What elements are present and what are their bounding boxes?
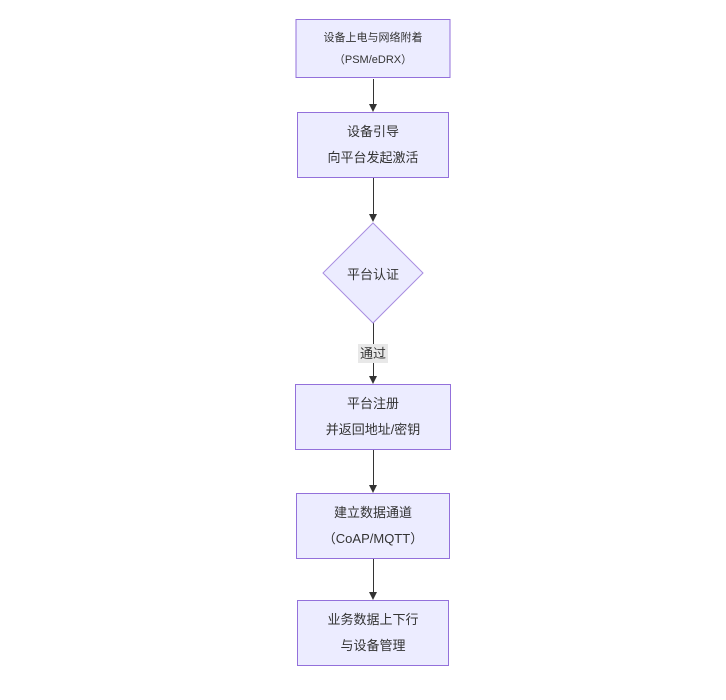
edge-label-pass: 通过 bbox=[357, 344, 389, 363]
node-line: 并返回地址/密钥 bbox=[325, 422, 421, 437]
node-business-data: 业务数据上下行 与设备管理 bbox=[297, 600, 449, 666]
arrowhead-icon bbox=[369, 592, 377, 600]
node-line: 平台认证 bbox=[346, 266, 399, 282]
node-power-attach: 设备上电与网络附着 （PSM/eDRX） bbox=[295, 19, 451, 78]
node-data-channel: 建立数据通道 （CoAP/MQTT） bbox=[296, 493, 450, 559]
edge-line bbox=[372, 559, 374, 592]
node-line: （CoAP/MQTT） bbox=[322, 531, 424, 546]
node-bootstrap: 设备引导 向平台发起激活 bbox=[297, 112, 449, 178]
edge-register-to-channel bbox=[368, 450, 378, 493]
edge-power-to-bootstrap bbox=[368, 79, 378, 112]
node-line: 建立数据通道 bbox=[333, 505, 412, 520]
node-line: （PSM/eDRX） bbox=[333, 53, 413, 66]
edge-line bbox=[372, 79, 374, 104]
edge-line bbox=[372, 450, 374, 485]
arrowhead-icon bbox=[369, 376, 377, 384]
edge-channel-to-business bbox=[368, 559, 378, 600]
node-register: 平台注册 并返回地址/密钥 bbox=[295, 384, 451, 450]
node-line: 平台注册 bbox=[346, 396, 399, 411]
node-line: 设备上电与网络附着 bbox=[323, 31, 423, 44]
edge-line bbox=[372, 178, 374, 214]
diamond-shape-icon bbox=[322, 222, 424, 324]
edge-bootstrap-to-auth bbox=[368, 178, 378, 222]
node-line: 向平台发起激活 bbox=[327, 150, 419, 165]
node-line: 与设备管理 bbox=[340, 638, 406, 653]
node-line: 设备引导 bbox=[346, 124, 399, 139]
node-line: 业务数据上下行 bbox=[327, 612, 419, 627]
decision-platform-auth: 平台认证 bbox=[322, 222, 424, 324]
arrowhead-icon bbox=[369, 485, 377, 493]
arrowhead-icon bbox=[369, 104, 377, 112]
arrowhead-icon bbox=[369, 214, 377, 222]
